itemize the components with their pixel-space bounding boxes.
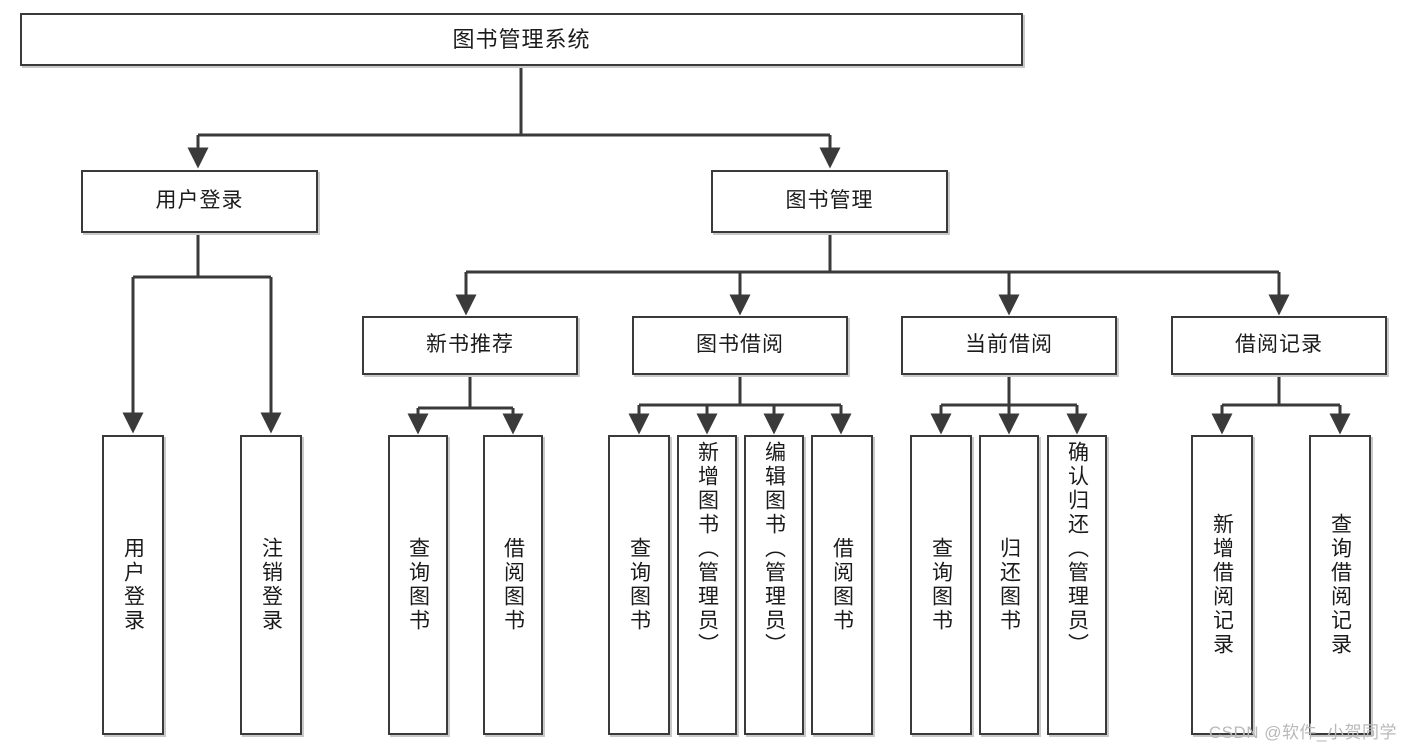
node-current-borrow-label: 当前借阅 <box>965 333 1053 357</box>
node-leaf-add-book-label: 新增图书（管理员） <box>695 441 719 657</box>
node-user-login-label: 用户登录 <box>155 189 244 213</box>
node-current-borrow[interactable]: 当前借阅 <box>901 316 1117 375</box>
node-leaf-logout-label: 注销登录 <box>259 537 283 633</box>
node-leaf-add-record-label: 新增借阅记录 <box>1210 513 1234 657</box>
node-leaf-add-record[interactable]: 新增借阅记录 <box>1191 435 1253 735</box>
node-leaf-query-book-3[interactable]: 查询图书 <box>910 435 972 735</box>
node-leaf-add-book[interactable]: 新增图书（管理员） <box>677 435 737 735</box>
node-leaf-query-book-2[interactable]: 查询图书 <box>608 435 670 735</box>
node-leaf-return-book-label: 归还图书 <box>997 537 1021 633</box>
node-leaf-edit-book[interactable]: 编辑图书（管理员） <box>744 435 804 735</box>
node-leaf-query-book-1[interactable]: 查询图书 <box>388 435 448 735</box>
node-root[interactable]: 图书管理系统 <box>20 13 1023 66</box>
node-borrow-record[interactable]: 借阅记录 <box>1171 316 1387 375</box>
node-book-manage[interactable]: 图书管理 <box>711 170 948 233</box>
node-user-login[interactable]: 用户登录 <box>81 170 318 233</box>
node-leaf-borrow-book-2-label: 借阅图书 <box>830 537 854 633</box>
node-leaf-confirm-return[interactable]: 确认归还（管理员） <box>1047 435 1107 735</box>
node-new-book-rec[interactable]: 新书推荐 <box>362 316 578 375</box>
node-book-borrow[interactable]: 图书借阅 <box>632 316 848 375</box>
node-leaf-return-book[interactable]: 归还图书 <box>979 435 1039 735</box>
node-leaf-borrow-book-2[interactable]: 借阅图书 <box>811 435 873 735</box>
node-book-manage-label: 图书管理 <box>785 189 874 213</box>
node-leaf-borrow-book-1[interactable]: 借阅图书 <box>483 435 543 735</box>
node-leaf-query-book-3-label: 查询图书 <box>929 537 953 633</box>
node-leaf-query-record-label: 查询借阅记录 <box>1328 513 1352 657</box>
node-root-label: 图书管理系统 <box>452 26 591 52</box>
node-leaf-borrow-book-1-label: 借阅图书 <box>501 537 525 633</box>
node-leaf-confirm-return-label: 确认归还（管理员） <box>1065 441 1089 657</box>
node-leaf-edit-book-label: 编辑图书（管理员） <box>762 441 786 657</box>
node-leaf-user-login[interactable]: 用户登录 <box>102 435 164 735</box>
node-leaf-logout[interactable]: 注销登录 <box>240 435 302 735</box>
node-leaf-user-login-label: 用户登录 <box>121 537 145 633</box>
node-book-borrow-label: 图书借阅 <box>696 333 784 357</box>
node-borrow-record-label: 借阅记录 <box>1235 333 1323 357</box>
node-new-book-rec-label: 新书推荐 <box>426 333 514 357</box>
node-leaf-query-record[interactable]: 查询借阅记录 <box>1309 435 1371 735</box>
node-leaf-query-book-1-label: 查询图书 <box>406 537 430 633</box>
node-leaf-query-book-2-label: 查询图书 <box>627 537 651 633</box>
